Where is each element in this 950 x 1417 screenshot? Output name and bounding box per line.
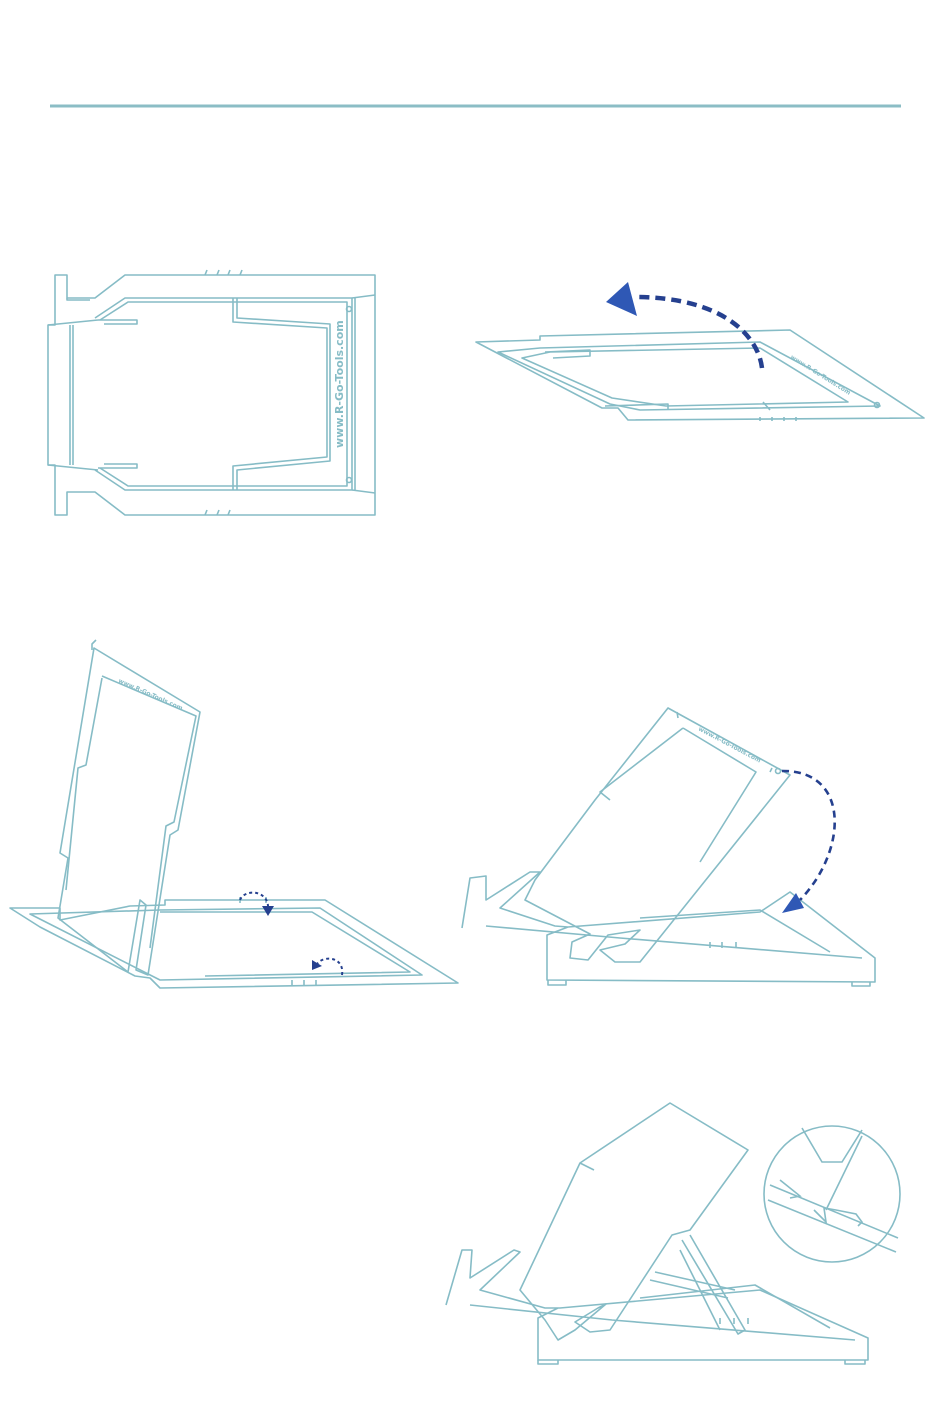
step-4-angled-stand bbox=[462, 708, 875, 986]
step-1-brand-label: www.R-Go-Tools.com bbox=[333, 320, 346, 448]
step-4-brand-label: www.R-Go-Tools.com bbox=[697, 726, 762, 765]
small-arrowhead-1 bbox=[262, 906, 274, 916]
fold-arrow-icon bbox=[606, 282, 762, 368]
step-1-flat-top-view bbox=[48, 270, 375, 515]
curved-dotted-arrow-icon bbox=[240, 893, 342, 975]
step-2-flat-perspective bbox=[476, 330, 924, 421]
step-5-assembled-stand bbox=[446, 1103, 868, 1364]
step-3-raised-plate bbox=[10, 640, 458, 988]
detail-magnifier-circle bbox=[764, 1126, 900, 1262]
small-arrowhead-2 bbox=[312, 960, 322, 970]
step-2-brand-label: www.R-Go-Tools.com bbox=[789, 354, 852, 397]
